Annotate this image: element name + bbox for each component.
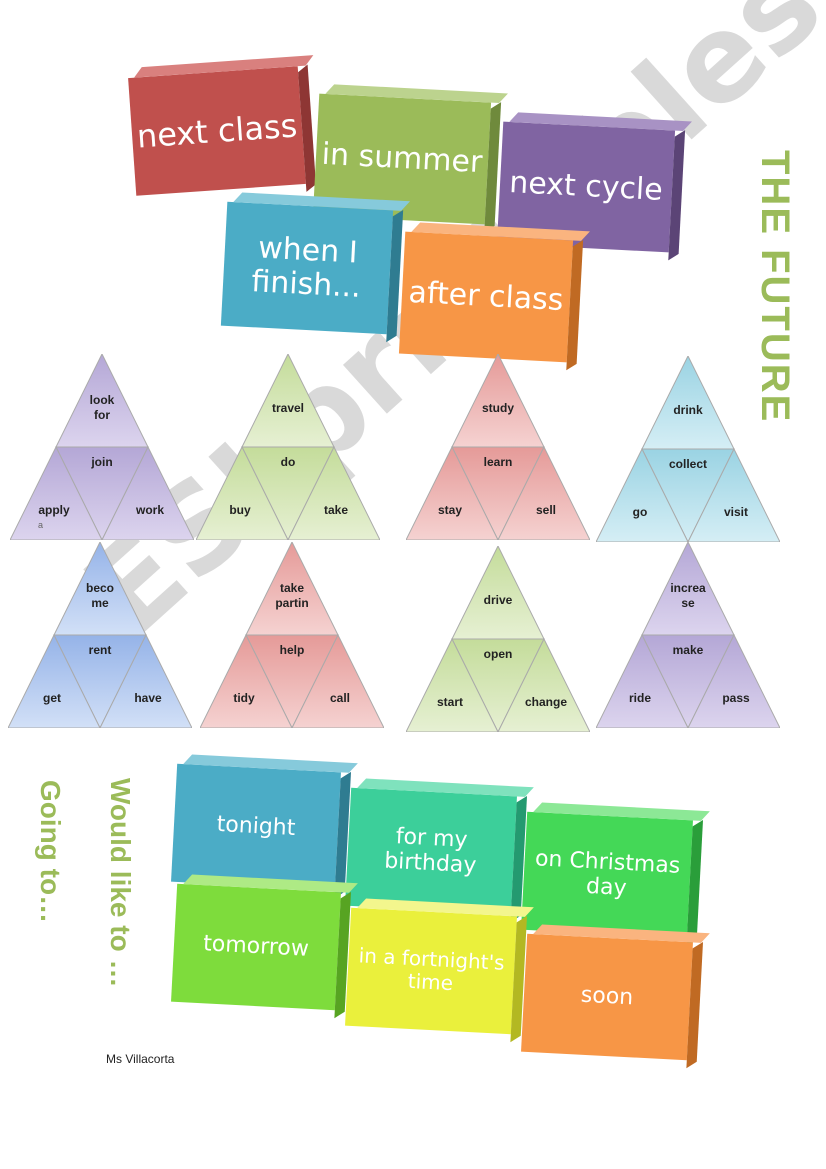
pyramid-segment — [10, 445, 103, 540]
pyramid-verb: rent — [88, 642, 112, 657]
pyramid-segment — [99, 633, 192, 728]
pyramid-verb: tidy — [233, 690, 255, 705]
going-to-label: Going to… — [35, 780, 66, 924]
time-expression-block-label: in a fortnight's time — [358, 943, 506, 996]
pyramid-segment — [497, 445, 590, 540]
time-expression-block-label: next class — [135, 106, 299, 156]
time-expression-block-label: soon — [580, 982, 634, 1011]
pyramid-segment — [596, 447, 689, 542]
pyramid-shape — [406, 546, 590, 732]
pyramid-verb: buy — [229, 502, 251, 517]
pyramid-verb: get — [43, 690, 61, 705]
pyramid-segment — [8, 633, 101, 728]
page-title: THE FUTURE — [753, 150, 797, 424]
pyramid-verb: change — [524, 694, 567, 709]
pyramid-verb: drive — [483, 592, 513, 607]
verb-pyramid: study learn stay sell — [406, 354, 590, 540]
pyramid-verb: make — [672, 642, 704, 657]
pyramid-shape — [200, 542, 384, 728]
pyramid-shape — [406, 354, 590, 540]
time-expression-block: when I finish... — [220, 201, 394, 335]
time-expression-block: soon — [521, 933, 693, 1061]
pyramid-verb: study — [481, 400, 514, 415]
pyramid-shape — [10, 354, 194, 540]
pyramid-shape — [8, 542, 192, 728]
pyramid-shape — [596, 542, 780, 728]
pyramid-verb: go — [632, 504, 648, 519]
time-expression-block: tomorrow — [171, 883, 341, 1011]
pyramid-segment — [687, 633, 780, 728]
pyramid-segment — [101, 445, 194, 540]
pyramid-shape — [596, 356, 780, 542]
pyramid-verb: open — [483, 646, 513, 661]
pyramid-verb: take — [323, 502, 349, 517]
time-expression-block-label: on Christmas day — [534, 845, 681, 902]
pyramid-verb: have — [134, 690, 162, 705]
verb-pyramid: look for join apply work a — [10, 354, 194, 540]
pyramid-verb: increa se — [670, 581, 706, 610]
pyramid-verb: look for — [89, 393, 115, 422]
pyramid-verb: do — [280, 454, 296, 469]
pyramid-verb: beco me — [85, 581, 114, 610]
time-expression-block-label: tomorrow — [202, 931, 310, 963]
pyramid-segment — [406, 445, 499, 540]
pyramid-verb: take partin — [275, 581, 309, 610]
verb-pyramid: take partin help tidy call — [200, 542, 384, 728]
pyramid-verb: pass — [722, 690, 750, 705]
time-expression-block: tonight — [171, 763, 341, 891]
pyramid-shape — [196, 354, 380, 540]
time-expression-block: in a fortnight's time — [345, 907, 517, 1035]
pyramid-verb: work — [135, 502, 164, 517]
small-mark: a — [38, 520, 44, 530]
time-expression-block: on Christmas day — [521, 811, 693, 939]
pyramid-segment — [200, 633, 293, 728]
time-expression-block-label: for my birthday — [383, 823, 478, 879]
verb-pyramid: drink collect go visit — [596, 356, 780, 542]
pyramid-verb: apply — [38, 502, 70, 517]
pyramid-segment — [497, 637, 590, 732]
author-credit: Ms Villacorta — [106, 1052, 175, 1066]
pyramid-verb: drink — [673, 402, 703, 417]
verb-pyramid: beco me rent get have — [8, 542, 192, 728]
time-expression-block: after class — [398, 231, 574, 363]
pyramid-verb: start — [436, 694, 463, 709]
pyramid-segment — [287, 445, 380, 540]
time-expression-block-label: after class — [407, 274, 565, 318]
verb-pyramid: travel do buy take — [196, 354, 380, 540]
verb-pyramid: drive open start change — [406, 546, 590, 732]
time-expression-block-label: tonight — [216, 812, 296, 842]
pyramid-verb: ride — [628, 690, 651, 705]
pyramid-verb: call — [329, 690, 350, 705]
time-expression-block: for my birthday — [345, 787, 517, 915]
pyramid-verb: travel — [271, 400, 305, 415]
pyramid-segment — [687, 447, 780, 542]
verb-pyramid: increa se make ride pass — [596, 542, 780, 728]
pyramid-verb: sell — [535, 502, 556, 517]
would-like-to-label: Would like to … — [105, 778, 136, 988]
pyramid-verb: join — [91, 454, 113, 469]
pyramid-verb: stay — [437, 502, 463, 517]
pyramid-verb: learn — [483, 454, 513, 469]
pyramid-segment — [196, 445, 289, 540]
pyramid-segment — [596, 633, 689, 728]
time-expression-block: next class — [128, 66, 306, 196]
pyramid-verb: visit — [723, 504, 748, 519]
pyramid-segment — [291, 633, 384, 728]
time-expression-block-label: when I finish... — [250, 229, 362, 305]
pyramid-verb: help — [279, 642, 305, 657]
pyramid-segment — [406, 637, 499, 732]
pyramid-verb: collect — [668, 456, 707, 471]
